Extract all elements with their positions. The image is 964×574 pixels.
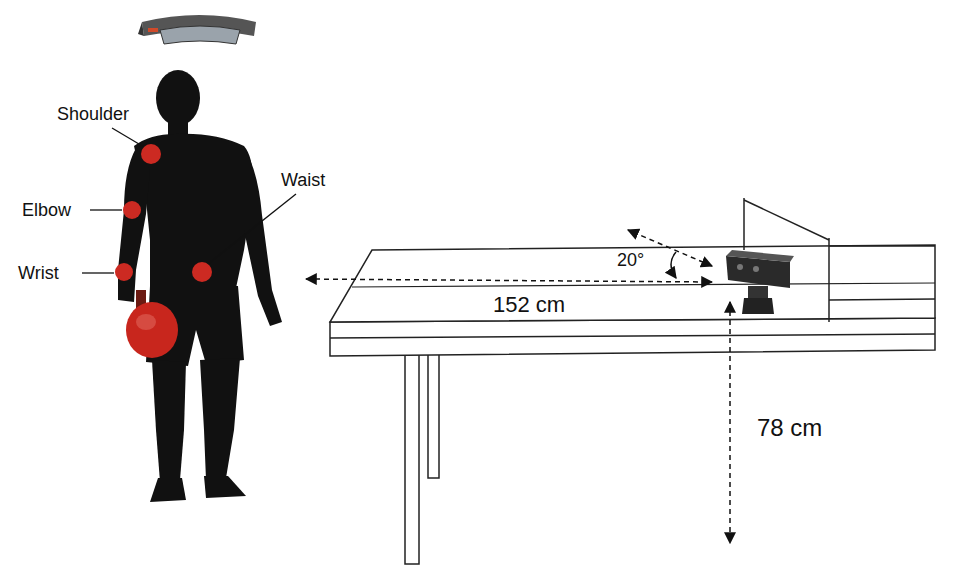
joint-label: Wrist: [18, 263, 59, 284]
person-silhouette: [118, 70, 282, 502]
joint-label: Waist: [281, 170, 325, 191]
joint-label: Elbow: [22, 200, 71, 221]
angle-arc: [671, 252, 676, 278]
kinect-sensor: [726, 250, 794, 314]
dimension-arrows: [306, 230, 730, 543]
dimension-label: 78 cm: [757, 414, 822, 442]
dimension-label: 152 cm: [493, 292, 565, 317]
headset: [138, 15, 256, 44]
table: [330, 245, 935, 564]
joint-label: Shoulder: [57, 104, 129, 125]
paddle: [126, 290, 178, 358]
angle-label: 20°: [617, 250, 644, 271]
leader-lines: [82, 128, 296, 273]
joint-markers: [115, 144, 212, 282]
